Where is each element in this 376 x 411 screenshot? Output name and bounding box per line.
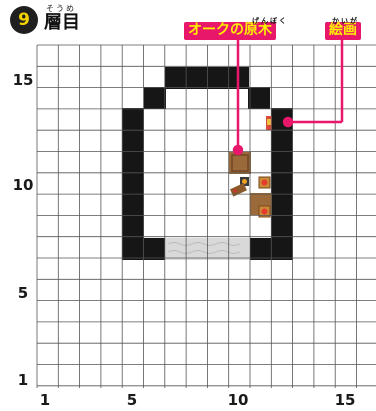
- y-axis-label-5: 5: [17, 284, 29, 302]
- wall-bottom-right: [250, 238, 272, 260]
- floor-tile-texture: [167, 242, 241, 254]
- floor-title-text: 層目: [44, 12, 80, 33]
- painting-callout-label: 絵画: [329, 22, 357, 38]
- painting-callout: かいが 絵画: [325, 17, 361, 40]
- grid-lines: [36, 44, 376, 388]
- x-axis-label-5: 5: [126, 391, 138, 409]
- painting-callout-ruby: かいが: [332, 17, 359, 25]
- wall-right: [271, 108, 293, 260]
- floor-title: そうめ 層目: [44, 4, 80, 33]
- furnace-icon: [240, 177, 249, 186]
- painting-leader-dot: [282, 116, 294, 128]
- oak-log-grain: [231, 154, 249, 172]
- callout-leaders: [232, 40, 344, 156]
- painting-icon: [266, 116, 272, 130]
- chest-icon-2: [258, 205, 271, 218]
- oak-log-leader-dot: [232, 144, 244, 156]
- y-axis-label-10: 10: [12, 176, 34, 194]
- chest-icon: [258, 176, 271, 189]
- y-axis-label-1: 1: [17, 371, 29, 389]
- floor-title-ruby: そうめ: [46, 4, 76, 13]
- y-axis-label-15: 15: [12, 71, 34, 89]
- wall-left: [122, 108, 144, 260]
- wall-top-right-step: [248, 87, 270, 109]
- floor-number-badge: 9: [10, 6, 38, 34]
- oak-log-icon: [229, 152, 251, 174]
- crafting-icon: [229, 182, 247, 197]
- oak-log-callout-ruby: げんぼく: [252, 17, 288, 25]
- oak-log-callout: げんぼく オークの原木: [184, 17, 286, 40]
- x-axis-label-1: 1: [39, 391, 51, 409]
- wall-top-left-step: [144, 87, 166, 109]
- oak-log-callout-label: オークの原木: [188, 22, 272, 38]
- x-axis-label-10: 10: [227, 391, 249, 409]
- x-axis-label-15: 15: [334, 391, 356, 409]
- wall-bottom-left: [144, 238, 166, 260]
